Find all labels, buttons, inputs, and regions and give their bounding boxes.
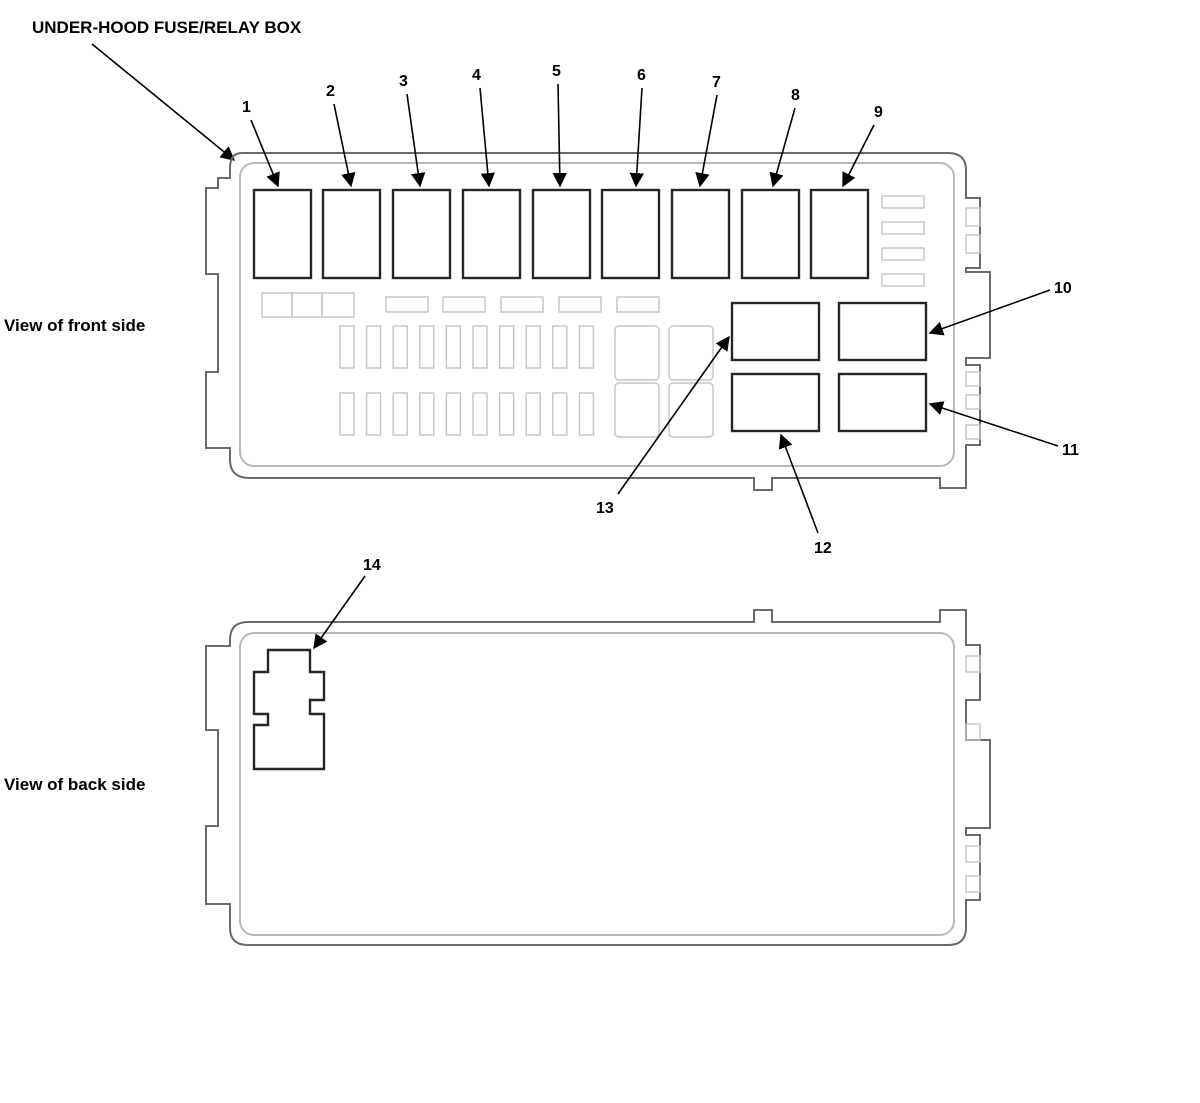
- mini-fuse-slot: [365, 325, 382, 369]
- mini-fuse-slot: [525, 392, 541, 436]
- mini-fuse-slot: [498, 392, 515, 436]
- callout-14: 14: [363, 557, 381, 574]
- callout-7: 7: [712, 74, 721, 91]
- relay-3: [391, 188, 452, 280]
- mini-fuse-slot: [419, 392, 435, 436]
- mini-fuse-slot: [578, 392, 595, 436]
- mini-fuse-slot: [578, 325, 595, 369]
- title-leader: [91, 43, 236, 161]
- mini-fuse-slot: [392, 325, 408, 369]
- connector-14: [252, 648, 326, 771]
- mini-fuse-slot: [419, 325, 435, 369]
- callout-9: 9: [874, 104, 883, 121]
- callout-5: 5: [552, 63, 561, 80]
- relay-9: [809, 188, 870, 280]
- mini-fuse-slot: [552, 392, 568, 436]
- mini-fuse-slot: [498, 325, 515, 369]
- relay-5: [531, 188, 592, 280]
- mini-fuse-slot: [392, 392, 408, 436]
- mini-fuse-slot: [472, 392, 488, 436]
- callout-4: 4: [472, 67, 481, 84]
- relay-8: [740, 188, 801, 280]
- relay-6: [600, 188, 661, 280]
- mini-fuse-slot: [472, 325, 488, 369]
- mini-fuse-slot: [552, 325, 568, 369]
- mini-fuse-slot: [445, 325, 462, 369]
- fuse-slot-details: [261, 195, 925, 438]
- callout-3: 3: [399, 73, 408, 90]
- relay-2: [321, 188, 382, 280]
- diagram-title: UNDER-HOOD FUSE/RELAY BOX: [32, 18, 302, 37]
- mini-fuse-slot: [525, 325, 541, 369]
- callout-2: 2: [326, 83, 335, 100]
- relay-4: [461, 188, 522, 280]
- mini-fuse-slot: [445, 392, 462, 436]
- relay-11: [837, 372, 928, 433]
- mini-fuse-slot: [365, 392, 382, 436]
- relay-row: [252, 188, 870, 280]
- relay-block: [730, 301, 928, 433]
- mini-fuse-slot: [339, 392, 355, 436]
- relay-13: [730, 301, 821, 362]
- back-side-housing: [205, 609, 991, 946]
- front-view-label: View of front side: [4, 316, 145, 335]
- callout-6: 6: [637, 67, 646, 84]
- callout-11: 11: [1062, 442, 1079, 459]
- relay-1: [252, 188, 313, 280]
- relay-10: [837, 301, 928, 362]
- relay-7: [670, 188, 731, 280]
- callout-12: 12: [814, 540, 832, 557]
- callout-10: 10: [1054, 280, 1072, 297]
- callouts-front-top: 1 2 3 4 5 6 7 8 9: [242, 63, 883, 188]
- relay-12: [730, 372, 821, 433]
- mini-fuse-slot: [339, 325, 355, 369]
- callout-13: 13: [596, 500, 614, 517]
- back-view-label: View of back side: [4, 775, 145, 794]
- front-side-housing: [205, 152, 991, 491]
- callout-1: 1: [242, 99, 251, 116]
- callouts-front-side: 10 11 12 13: [596, 280, 1079, 557]
- callout-8: 8: [791, 87, 800, 104]
